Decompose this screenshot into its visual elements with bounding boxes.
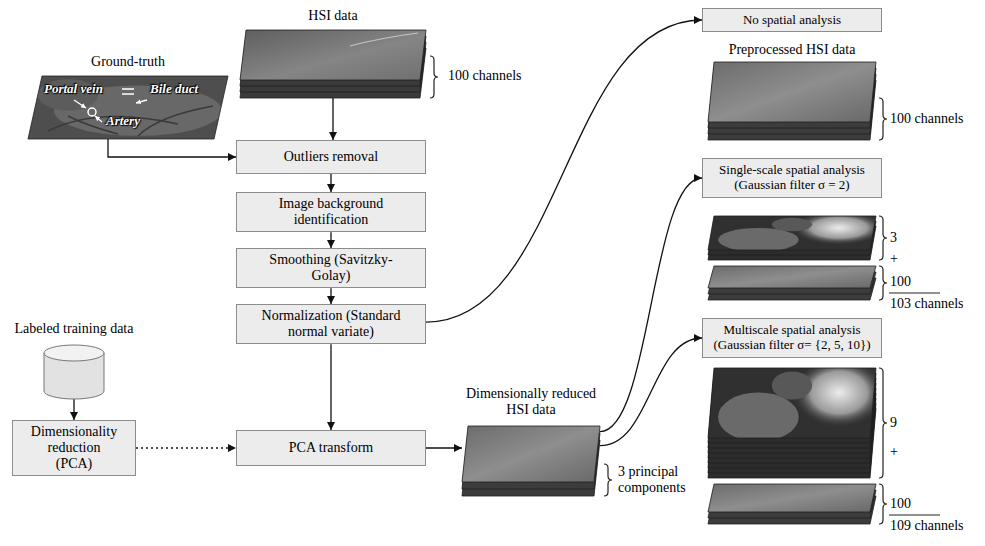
image-layer bbox=[462, 426, 600, 482]
channel-count: 100 channels bbox=[448, 68, 521, 84]
box-label: Smoothing (Savitzky-Golay) bbox=[261, 252, 401, 284]
stack-heading: Dimensionally reduced HSI data bbox=[461, 386, 601, 418]
database-cylinder: Labeled training data bbox=[44, 345, 104, 399]
channel-count: 100 bbox=[890, 274, 911, 290]
box-label: Outliers removal bbox=[284, 149, 378, 165]
vessel-marker bbox=[122, 89, 134, 94]
illustration bbox=[462, 426, 600, 496]
flow-arrow bbox=[600, 338, 702, 446]
image-stack: 9+100109 channels bbox=[708, 368, 876, 524]
leader-arrow bbox=[136, 100, 147, 103]
curly-brace bbox=[879, 368, 887, 478]
ground-truth-image: Ground-truthPortal veinBile ductArtery bbox=[28, 76, 228, 139]
image-layer bbox=[708, 62, 876, 122]
curly-brace bbox=[604, 464, 612, 496]
image-stack: 3+100103 channels bbox=[708, 216, 876, 300]
illustration bbox=[240, 30, 426, 98]
flow-arrow bbox=[330, 288, 331, 304]
curly-brace bbox=[879, 98, 887, 140]
flow-arrow bbox=[330, 174, 331, 192]
sum-rule bbox=[889, 292, 940, 293]
structure-label: Bile duct bbox=[150, 82, 198, 97]
structure-label: Portal vein bbox=[44, 82, 103, 97]
analysis-box: No spatial analysis bbox=[702, 8, 882, 32]
image-heading: Ground-truth bbox=[28, 54, 228, 70]
box-label: Multiscale spatial analysis (Gaussian fi… bbox=[708, 323, 876, 353]
analysis-box: Single-scale spatial analysis (Gaussian … bbox=[702, 158, 882, 198]
channel-count: 3 bbox=[890, 230, 897, 246]
analysis-box: Multiscale spatial analysis (Gaussian fi… bbox=[702, 318, 882, 358]
channel-total: 103 channels bbox=[890, 296, 963, 312]
stack-heading: Preprocessed HSI data bbox=[708, 42, 876, 58]
channel-count: 100 channels bbox=[890, 111, 963, 127]
image-plane bbox=[28, 76, 228, 139]
process-box: PCA transform bbox=[236, 430, 426, 466]
cylinder-top bbox=[44, 345, 104, 361]
process-box: Normalization (Standard normal variate) bbox=[236, 304, 426, 344]
curly-brace bbox=[879, 484, 887, 524]
channel-total: 109 channels bbox=[890, 518, 963, 534]
channel-count: 3 principal components bbox=[618, 464, 698, 496]
process-box: Outliers removal bbox=[236, 140, 426, 174]
box-label: PCA transform bbox=[289, 440, 373, 456]
curly-brace bbox=[879, 266, 887, 300]
stack-heading: HSI data bbox=[240, 8, 426, 24]
leader-arrow bbox=[95, 116, 102, 122]
flow-arrow bbox=[73, 399, 74, 420]
box-label: Image background identification bbox=[261, 196, 401, 228]
curly-brace bbox=[879, 216, 887, 260]
flow-arrow bbox=[426, 20, 702, 322]
structure-label: Artery bbox=[106, 114, 140, 129]
channel-count: 100 bbox=[890, 496, 911, 512]
image-layer bbox=[240, 30, 426, 80]
illustration bbox=[708, 368, 876, 524]
plus-sign: + bbox=[890, 251, 898, 267]
box-label: Single-scale spatial analysis (Gaussian … bbox=[708, 163, 876, 193]
image-layer bbox=[708, 368, 876, 438]
image-layer bbox=[708, 216, 876, 250]
image-stack: Preprocessed HSI data100 channels bbox=[708, 62, 876, 140]
flow-arrow bbox=[108, 139, 236, 157]
process-box: Image background identification bbox=[236, 192, 426, 232]
flow-arrow bbox=[330, 232, 331, 248]
flow-arrow bbox=[426, 447, 462, 448]
image-stack: HSI data100 channels bbox=[240, 30, 426, 98]
vessel-marker bbox=[88, 108, 96, 116]
image-stack: Dimensionally reduced HSI data3 principa… bbox=[462, 426, 600, 496]
process-box: Dimensionality reduction (PCA) bbox=[12, 420, 136, 476]
curly-brace bbox=[430, 56, 438, 98]
flow-arrow bbox=[136, 447, 236, 448]
box-label: No spatial analysis bbox=[743, 13, 841, 28]
illustration bbox=[708, 216, 876, 300]
image-layer bbox=[708, 266, 876, 288]
sum-rule bbox=[889, 514, 940, 515]
vessel-detail bbox=[48, 106, 213, 136]
flow-arrow bbox=[330, 344, 331, 430]
flow-arrow bbox=[332, 98, 333, 140]
plus-sign: + bbox=[890, 444, 898, 460]
box-label: Dimensionality reduction (PCA) bbox=[29, 424, 119, 472]
illustration bbox=[44, 345, 104, 399]
flow-arrow bbox=[600, 178, 702, 432]
database-label: Labeled training data bbox=[0, 321, 149, 337]
channel-count: 9 bbox=[890, 415, 897, 431]
process-box: Smoothing (Savitzky-Golay) bbox=[236, 248, 426, 288]
image-detail bbox=[350, 33, 418, 46]
leader-arrow bbox=[74, 100, 86, 108]
illustration bbox=[708, 62, 876, 140]
box-label: Normalization (Standard normal variate) bbox=[242, 308, 420, 340]
image-layer bbox=[708, 484, 876, 512]
